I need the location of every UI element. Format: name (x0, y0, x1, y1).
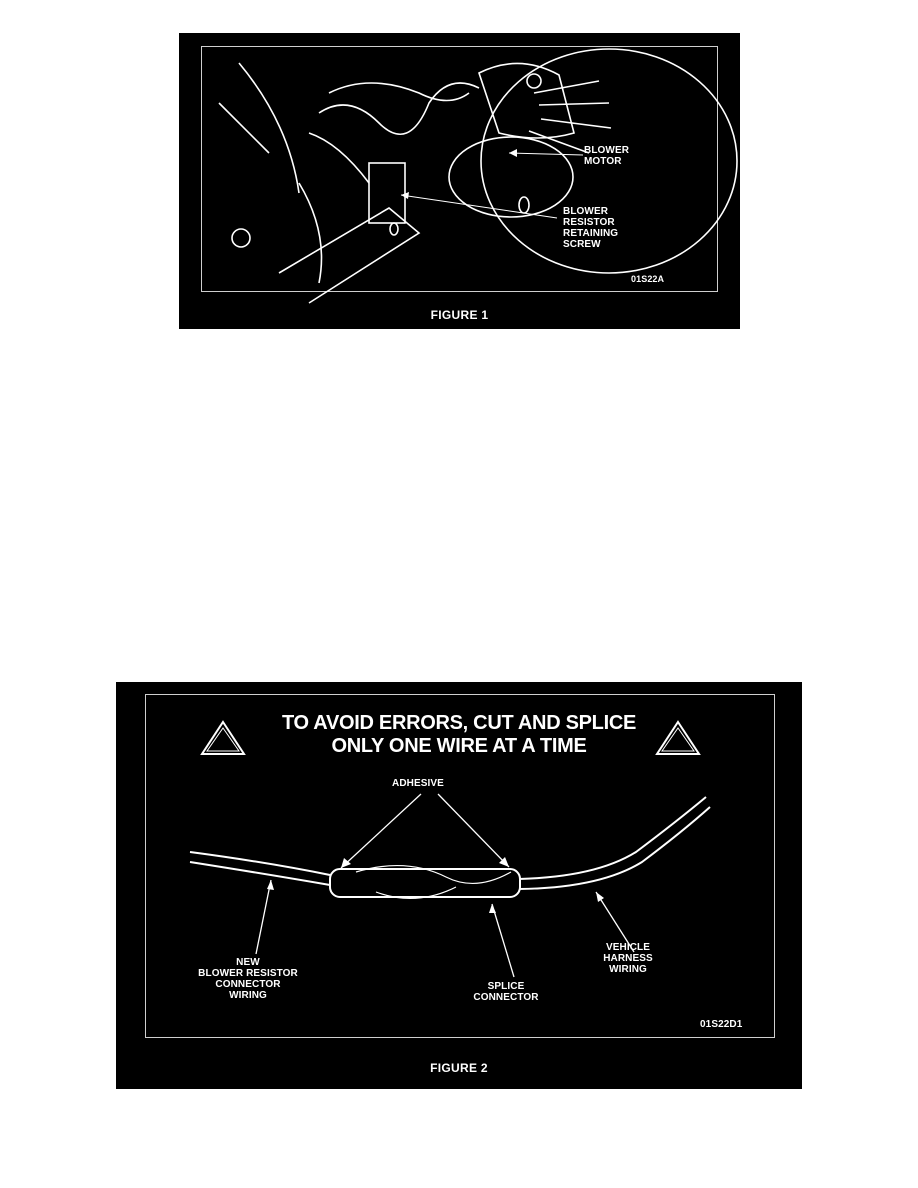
figure-2-caption: FIGURE 2 (430, 1061, 488, 1075)
vehicle-harness-wiring-label: VEHICLE HARNESS WIRING (603, 942, 653, 975)
mounting-hole (231, 228, 251, 248)
figure-1-frame (201, 46, 718, 292)
warning-triangle-left-icon (200, 720, 246, 755)
adhesive-label: ADHESIVE (392, 778, 444, 789)
new-blower-resistor-wiring-label: NEW BLOWER RESISTOR CONNECTOR WIRING (198, 957, 298, 1001)
duct (278, 207, 421, 304)
blower-motor-label: BLOWER MOTOR (584, 145, 630, 167)
splice-connector (329, 868, 521, 898)
figure-1-code: 01S22A (631, 274, 665, 284)
warning-line-1: TO AVOID ERRORS, CUT AND SPLICE (281, 712, 637, 734)
figure-1-caption: FIGURE 1 (430, 308, 489, 322)
figure-2-frame (145, 694, 775, 1038)
figure-2: TO AVOID ERRORS, CUT AND SPLICE ONLY ONE… (116, 682, 802, 1089)
splice-connector-label: SPLICE CONNECTOR (473, 981, 539, 1003)
blower-motor-illustration (218, 48, 738, 304)
blower-motor-body (448, 136, 574, 218)
vehicle-harness-wiring (518, 796, 707, 880)
blower-resistor (368, 162, 406, 224)
warning-triangle-right-icon (655, 720, 701, 755)
new-wiring (189, 851, 331, 876)
blower-housing (480, 48, 738, 274)
warning-line-2: ONLY ONE WIRE AT A TIME (331, 735, 587, 757)
blower-resistor-screw-label: BLOWER RESISTOR RETAINING SCREW (563, 206, 619, 250)
figure-1: BLOWER MOTOR BLOWER RESISTOR RETAINING S… (179, 33, 740, 329)
figure-2-code: 01S22D1 (700, 1019, 743, 1030)
splice-illustration (189, 720, 711, 978)
